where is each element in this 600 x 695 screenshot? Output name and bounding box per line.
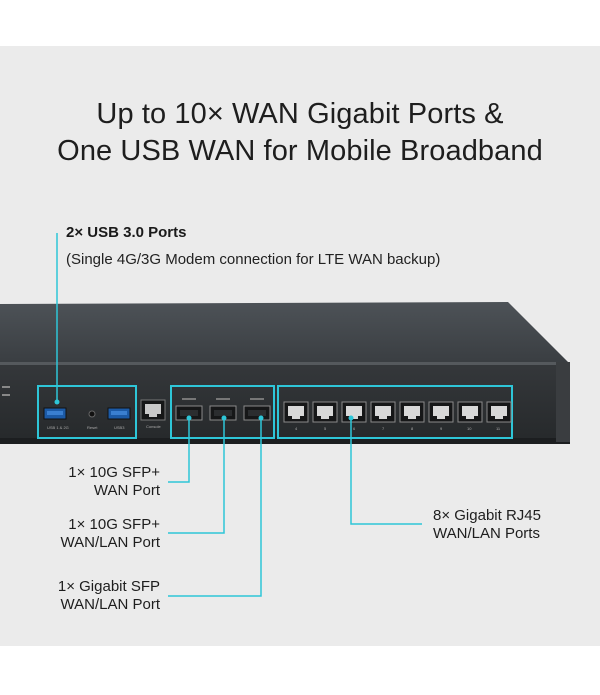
rj45-callout-line2: WAN/LAN Ports	[433, 525, 540, 542]
sfp-wanlan-callout: 1× 10G SFP+ WAN/LAN Port	[61, 516, 160, 552]
rj45-ports	[283, 401, 512, 423]
rj45-port	[457, 401, 483, 423]
port-number: 7	[382, 426, 385, 431]
rj45-group-highlight	[277, 385, 513, 439]
reset-button	[88, 410, 96, 418]
gig-sfp-callout: 1× Gigabit SFP WAN/LAN Port	[58, 578, 160, 614]
headline: Up to 10× WAN Gigabit Ports & One USB WA…	[0, 96, 600, 170]
rj45-port	[428, 401, 454, 423]
rj45-port	[486, 401, 512, 423]
gig-sfp-callout-line2: WAN/LAN Port	[60, 596, 160, 613]
sfp-wan-callout-line2: WAN Port	[93, 482, 160, 499]
port-number: 9	[440, 426, 443, 431]
rj45-callout: 8× Gigabit RJ45 WAN/LAN Ports	[433, 507, 541, 543]
usb-port-label: USB 1 & 2G	[47, 425, 69, 430]
sfp-wan-callout-line1: 1× 10G SFP+	[68, 464, 160, 481]
console-label: Console	[146, 424, 161, 429]
port-number: 6	[353, 426, 356, 431]
sfp-wanlan-callout-line1: 1× 10G SFP+	[68, 516, 160, 533]
rj45-port	[312, 401, 338, 423]
usb2-label: USB3	[114, 425, 125, 430]
port-number: 5	[324, 426, 327, 431]
port-number: 8	[411, 426, 414, 431]
rj45-port	[283, 401, 309, 423]
gig-sfp-leader-line	[168, 418, 262, 597]
rj45-port	[341, 401, 367, 423]
usb-group-highlight	[37, 385, 137, 439]
usb-ports-subtitle: (Single 4G/3G Modem connection for LTE W…	[66, 251, 441, 268]
rj45-leader-line	[350, 418, 422, 525]
rj45-port	[399, 401, 425, 423]
chassis-top	[0, 302, 568, 362]
rack-ear	[556, 362, 570, 442]
port-number: 4	[295, 426, 298, 431]
gig-sfp-callout-line1: 1× Gigabit SFP	[57, 578, 160, 595]
sfp-wan-leader-line	[168, 418, 190, 483]
headline-line1: Up to 10× WAN Gigabit Ports &	[96, 98, 504, 130]
sfp-wanlan-leader-line	[168, 418, 225, 534]
usb-ports-title: 2× USB 3.0 Ports	[66, 224, 187, 241]
chassis-front-edge	[0, 362, 570, 365]
rj45-callout-line1: 8× Gigabit RJ45	[433, 507, 541, 524]
chassis-bottom	[0, 438, 570, 444]
sfp-wanlan-callout-line2: WAN/LAN Port	[60, 534, 160, 551]
port-number: 10	[467, 426, 472, 431]
port-number: 11	[496, 426, 501, 431]
reset-label: Reset	[87, 425, 98, 430]
headline-line2: One USB WAN for Mobile Broadband	[57, 135, 543, 167]
sfp-group-highlight	[170, 385, 275, 439]
sfp-wan-callout: 1× 10G SFP+ WAN Port	[68, 464, 160, 500]
rj45-port	[370, 401, 396, 423]
